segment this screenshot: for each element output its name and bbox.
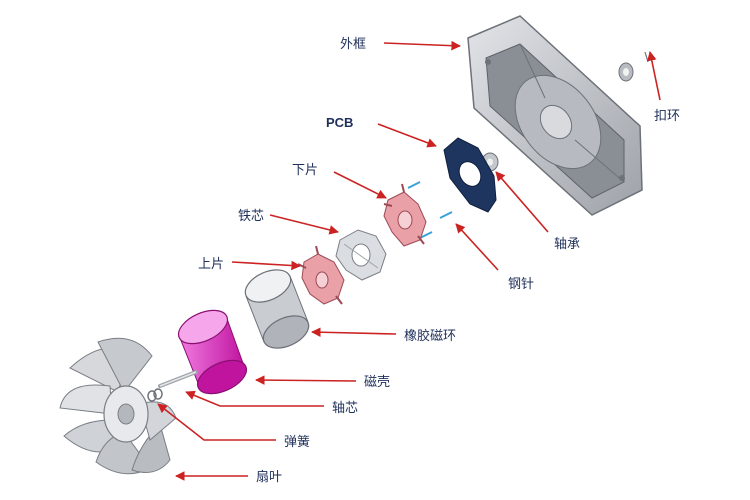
label-iron-core: 铁芯 [238, 209, 264, 224]
clip-ring-part [618, 51, 649, 82]
arrow-shaft-core [185, 390, 324, 407]
label-lower-piece: 下片 [292, 163, 318, 178]
arrow-iron-core [269, 214, 339, 235]
rubber-magnet-ring-part [244, 269, 310, 349]
label-frame: 外框 [340, 37, 366, 52]
arrow-rubber-magnet-ring [311, 327, 397, 338]
arrow-clip-ring [647, 51, 661, 101]
label-steel-pin: 钢针 [508, 277, 534, 292]
fan-frame [467, 15, 643, 216]
label-upper-piece: 上片 [198, 257, 224, 272]
leader-arrows [157, 40, 661, 481]
lower-piece-part [383, 183, 427, 247]
label-rubber-magnet-ring: 橡胶磁环 [404, 328, 456, 344]
steel-pin-parts [407, 181, 453, 239]
label-magnet-housing: 磁壳 [364, 375, 390, 390]
iron-core-part [335, 229, 387, 281]
arrow-lower-piece [333, 171, 387, 199]
label-fan-blade: 扇叶 [256, 469, 282, 485]
label-spring: 弹簧 [284, 434, 310, 450]
label-shaft-core: 轴芯 [332, 401, 358, 416]
spring-part [147, 388, 163, 402]
arrow-upper-piece [231, 260, 301, 271]
arrow-pcb [377, 123, 437, 148]
upper-piece-part [297, 245, 345, 305]
shaft-core-part [158, 370, 198, 388]
label-pcb: PCB [326, 115, 353, 130]
arrow-steel-pin [455, 223, 499, 271]
label-bearing: 轴承 [554, 237, 580, 252]
arrow-frame [383, 40, 461, 51]
label-clip-ring: 扣环 [654, 109, 680, 124]
arrow-bearing [495, 171, 549, 233]
part-labels: 外框 扣环 PCB 轴承 下片 铁芯 钢针 上片 橡胶磁环 磁壳 轴芯 弹簧 扇… [198, 37, 680, 485]
pcb-part [443, 137, 497, 213]
arrow-magnet-housing [255, 375, 357, 385]
arrow-spring [157, 403, 276, 441]
fan-blade-part [59, 337, 177, 475]
magnet-housing-part [177, 309, 248, 395]
